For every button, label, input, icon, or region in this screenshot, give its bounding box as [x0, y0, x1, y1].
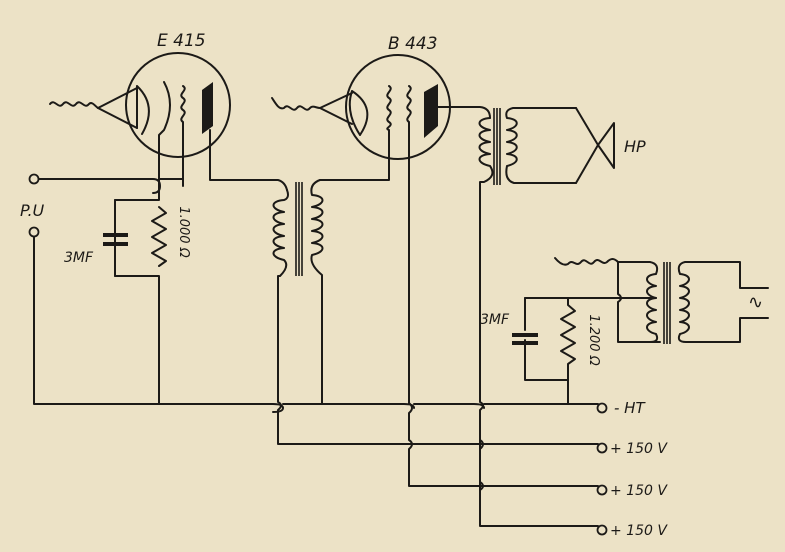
capacitor-plate-icon — [512, 333, 538, 337]
tube-e415-envelope — [125, 52, 231, 158]
terminal-plus-150v-3[interactable] — [596, 524, 608, 536]
power-capacitor-label: 3MF — [480, 312, 510, 328]
cathode-icon — [136, 85, 150, 135]
tube-b443: B 443 — [271, 34, 491, 404]
terminal-label-150v-1: + 150 V — [610, 441, 668, 457]
terminal-plus-150v-1[interactable] — [596, 442, 608, 454]
heater-lead-icon — [554, 257, 619, 266]
mains-primary-winding-icon — [617, 261, 659, 343]
plate-anode-icon — [424, 84, 438, 138]
tube-e415-label: E 415 — [157, 31, 206, 51]
plate-anode-icon — [202, 82, 213, 134]
tube-e415: E 415 — [49, 31, 288, 191]
terminal-label-150v-3: + 150 V — [610, 523, 668, 539]
minus-ht-rail — [159, 403, 599, 413]
mains-secondary-winding-icon — [677, 261, 769, 343]
plate-lead — [209, 129, 288, 191]
capacitor-plate-icon — [512, 341, 538, 345]
transformer-core-icon — [295, 182, 303, 276]
grid1-coil-icon — [319, 85, 392, 181]
tap-crossover — [479, 439, 484, 491]
supply-rails: - HT + 150 V + 150 V + 150 V — [159, 399, 668, 539]
output-primary-winding-icon — [478, 117, 599, 527]
stage1-resistor-label: 1.000 Ω — [176, 206, 191, 257]
power-section: ∿ 3MF 1.200 Ω — [480, 257, 769, 405]
speaker-label: HP — [624, 137, 646, 156]
pickup-terminal-top[interactable] — [28, 173, 40, 185]
interstage-transformer — [272, 179, 599, 445]
ac-symbol: ∿ — [748, 292, 763, 313]
output-secondary-winding-icon — [505, 107, 577, 184]
resistor-icon — [151, 206, 167, 267]
power-bias-loop — [524, 297, 569, 405]
loudspeaker-icon — [575, 107, 615, 184]
output-transformer: HP — [478, 107, 646, 527]
grid-coil-icon — [180, 85, 186, 187]
stage1-capacitor-label: 3MF — [64, 250, 94, 266]
grid-input-wire — [38, 178, 184, 194]
heater-lead-icon — [271, 97, 321, 111]
plate-lead — [436, 106, 491, 119]
capacitor-plate-icon — [103, 242, 128, 246]
terminal-plus-150v-2[interactable] — [596, 484, 608, 496]
pickup-return-wire — [33, 236, 161, 405]
tap-wire-2 — [408, 402, 599, 487]
mains-core-icon — [663, 262, 671, 344]
terminal-minus-ht[interactable] — [596, 402, 608, 414]
power-resistor-label: 1.200 Ω — [586, 314, 601, 365]
pickup-terminal-bottom[interactable] — [28, 226, 40, 238]
capacitor-plate-icon — [103, 233, 128, 237]
control-grid-icon — [158, 81, 171, 169]
pickup-label: P.U — [20, 201, 45, 220]
filament-icon — [97, 87, 138, 129]
filament-icon — [319, 92, 353, 125]
output-core-icon — [493, 108, 501, 185]
secondary-winding-icon — [310, 179, 324, 405]
tube-b443-label: B 443 — [388, 34, 438, 54]
cathode-icon — [348, 90, 369, 136]
bias-loop-wire — [114, 167, 160, 405]
primary-winding-icon — [272, 189, 599, 445]
terminal-label-150v-2: + 150 V — [610, 483, 668, 499]
stage1-bias-network: 3MF 1.000 Ω — [64, 167, 191, 405]
resistor-icon — [560, 297, 576, 381]
heater-lead-icon — [49, 101, 99, 109]
grid2-coil-icon — [406, 85, 412, 404]
terminal-label-minus-ht: - HT — [614, 399, 646, 417]
